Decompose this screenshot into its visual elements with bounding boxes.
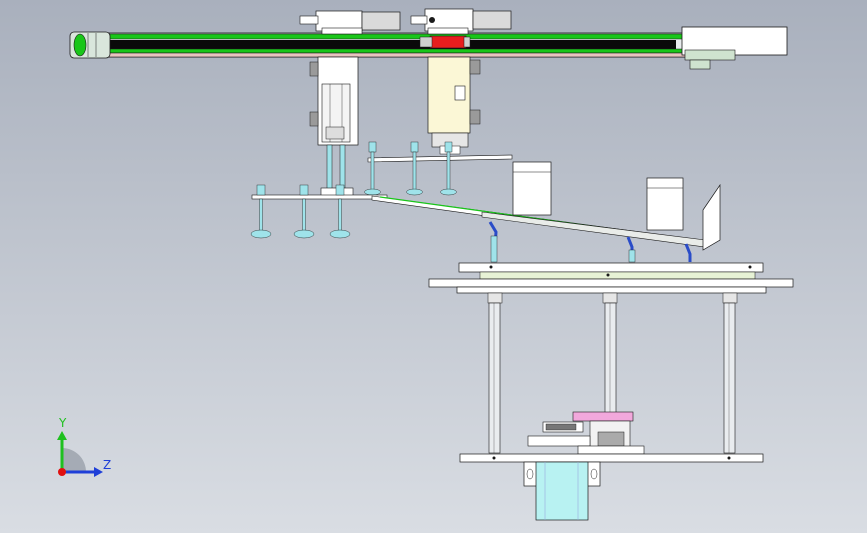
triad-plane-wedge: [62, 448, 86, 472]
upper-frame-plates: [428, 262, 794, 304]
tray-box-2: [646, 177, 684, 231]
tray-support-tubes: [488, 221, 692, 263]
triad-z-label: Z: [103, 458, 111, 472]
upper-suction-cup-3: [440, 141, 457, 196]
tray-box-1: [512, 161, 552, 216]
drive-mechanism: [527, 411, 645, 455]
axis-triad: Y Z: [57, 416, 111, 477]
upper-suction-cup-1: [364, 141, 381, 196]
right-vertical-actuator: [427, 56, 481, 155]
lower-suction-plate: [250, 184, 388, 239]
lower-suction-cup-2: [293, 184, 315, 239]
triad-y-arrowhead: [57, 431, 67, 440]
right-end-housing: [681, 26, 788, 70]
triad-x-axis-dot: [58, 468, 66, 476]
lower-suction-cup-3: [329, 184, 351, 239]
top-right-cylinder: [410, 8, 512, 35]
base-plate: [459, 453, 764, 463]
support-columns: [488, 302, 736, 454]
triad-z-arrowhead: [94, 467, 103, 477]
upper-suction-plate: [364, 141, 513, 196]
top-gantry-belt: [69, 31, 693, 59]
lower-suction-cup-1: [250, 184, 272, 239]
inclined-tray: [371, 161, 721, 251]
upper-suction-cup-2: [406, 141, 423, 196]
left-vertical-actuator: [309, 56, 359, 198]
top-left-cylinder: [299, 10, 401, 35]
drive-motor: [523, 461, 601, 521]
triad-y-label: Y: [58, 416, 67, 430]
